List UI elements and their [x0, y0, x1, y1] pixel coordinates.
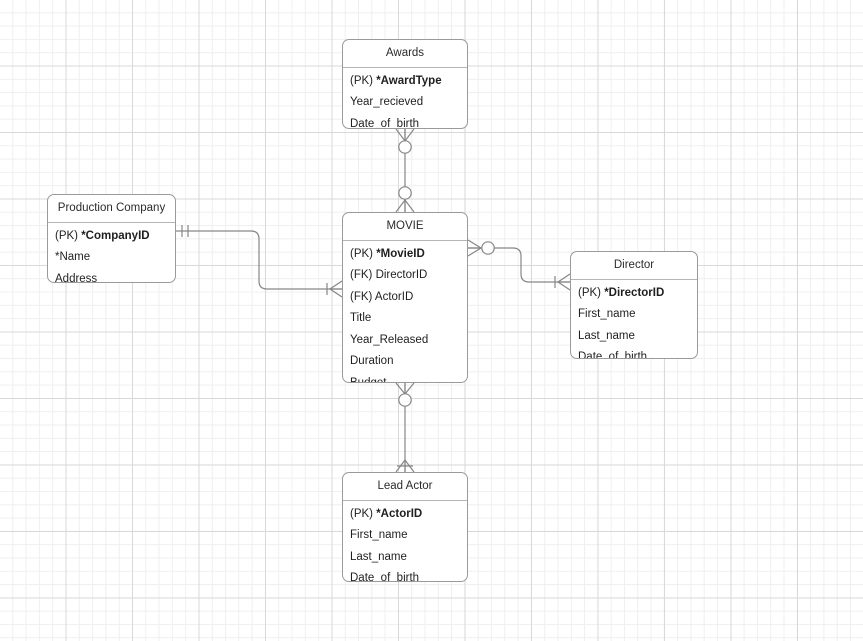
attribute-prefix: (PK)	[350, 247, 373, 260]
attribute-name: *ActorID	[376, 507, 423, 520]
entity-title: Production Company	[48, 195, 175, 223]
attribute-row: First_name	[343, 525, 467, 547]
attribute-name: Last_name	[350, 550, 407, 563]
attribute-name: Budget	[350, 376, 387, 383]
attribute-name: First_name	[578, 308, 636, 320]
entity-awards[interactable]: Awards (PK) *AwardType Year_recieved Dat…	[342, 39, 468, 129]
attribute-name: *AwardType	[376, 74, 442, 87]
attribute-name: Date_of_birth	[350, 572, 420, 582]
attribute-list: (PK) *CompanyID *Name Address	[48, 223, 175, 283]
attribute-row: Title	[343, 308, 467, 330]
attribute-prefix: (PK)	[350, 507, 373, 520]
attribute-row: Date_of_birth	[343, 568, 467, 582]
entity-lead-actor[interactable]: Lead Actor (PK) *ActorID First_name Last…	[342, 472, 468, 582]
entity-title: Awards	[343, 40, 467, 68]
attribute-name: Date_of_birth	[578, 351, 648, 359]
attribute-row: Date_of_birth	[343, 114, 467, 129]
attribute-list: (PK) *DirectorID First_name Last_name Da…	[571, 280, 697, 359]
attribute-row: Year_recieved	[343, 92, 467, 114]
attribute-name: Last_name	[578, 329, 635, 342]
attribute-row: Last_name	[343, 547, 467, 569]
attribute-list: (PK) *MovieID (FK) DirectorID (FK) Actor…	[343, 241, 467, 383]
attribute-name: Title	[350, 312, 372, 324]
attribute-name: *CompanyID	[81, 229, 150, 242]
attribute-prefix: (FK)	[350, 290, 373, 303]
attribute-name: First_name	[350, 529, 408, 541]
attribute-row: Last_name	[571, 326, 697, 348]
attribute-name: Year_recieved	[350, 96, 424, 108]
entity-production-company[interactable]: Production Company (PK) *CompanyID *Name…	[47, 194, 176, 283]
attribute-name: *Name	[55, 251, 91, 263]
attribute-name: Year_Released	[350, 333, 429, 346]
attribute-row: Budget	[343, 373, 467, 383]
entity-title: Lead Actor	[343, 473, 467, 501]
attribute-row: (FK) ActorID	[343, 287, 467, 309]
attribute-prefix: (FK)	[350, 269, 373, 281]
attribute-prefix: (PK)	[578, 286, 601, 299]
attribute-row: (PK) *MovieID	[343, 244, 467, 266]
attribute-name: Address	[55, 272, 98, 283]
attribute-prefix: (PK)	[350, 74, 373, 87]
attribute-row: (FK) DirectorID	[343, 265, 467, 287]
attribute-row: Date_of_birth	[571, 347, 697, 359]
attribute-row: (PK) *DirectorID	[571, 283, 697, 305]
entity-director[interactable]: Director (PK) *DirectorID First_name Las…	[570, 251, 698, 359]
attribute-row: Duration	[343, 351, 467, 373]
entity-title: MOVIE	[343, 213, 467, 241]
attribute-row: *Name	[48, 247, 175, 269]
attribute-name: Date_of_birth	[350, 117, 420, 129]
entity-movie[interactable]: MOVIE (PK) *MovieID (FK) DirectorID (FK)…	[342, 212, 468, 383]
attribute-row: (PK) *ActorID	[343, 504, 467, 526]
attribute-name: Duration	[350, 355, 394, 367]
attribute-name: ActorID	[374, 290, 414, 303]
attribute-name: *DirectorID	[604, 286, 665, 299]
attribute-row: Address	[48, 269, 175, 283]
attribute-row: First_name	[571, 304, 697, 326]
attribute-list: (PK) *AwardType Year_recieved Date_of_bi…	[343, 68, 467, 129]
attribute-name: DirectorID	[375, 269, 428, 281]
attribute-row: (PK) *AwardType	[343, 71, 467, 93]
attribute-row: (PK) *CompanyID	[48, 226, 175, 248]
entity-title: Director	[571, 252, 697, 280]
attribute-prefix: (PK)	[55, 229, 78, 242]
attribute-name: *MovieID	[376, 247, 425, 260]
attribute-row: Year_Released	[343, 330, 467, 352]
attribute-list: (PK) *ActorID First_name Last_name Date_…	[343, 501, 467, 582]
